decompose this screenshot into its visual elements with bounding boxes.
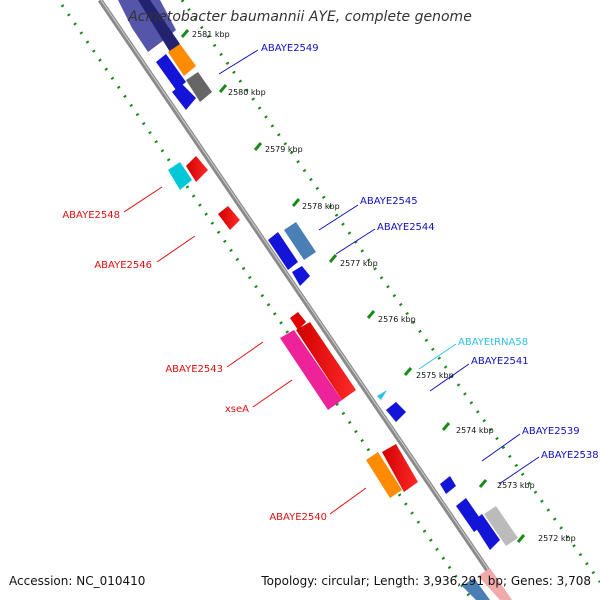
gene-feature[interactable] [292,266,310,286]
gene-feature[interactable] [284,222,316,260]
gene-feature[interactable] [478,568,512,600]
tick-label-2577: 2577 kbp [340,259,378,268]
gene-feature[interactable] [462,578,490,600]
gene-label-abaye2541[interactable]: ABAYE2541 [471,356,529,367]
gene-feature[interactable] [296,322,356,400]
tick-label-2576: 2576 kbp [378,315,416,324]
gene-feature[interactable] [186,72,212,102]
tick-label-2579: 2579 kbp [265,145,303,154]
map-title: Acinetobacter baumannii AYE, complete ge… [128,9,472,25]
tick-labels: 2581 kbp 2580 kbp 2579 kbp 2578 kbp 2577… [192,30,576,543]
gene-feature[interactable] [484,506,518,546]
gene-label-xsea[interactable]: xseA [225,404,249,415]
tick-label-2580: 2580 kbp [228,88,266,97]
gene-feature[interactable] [382,444,418,492]
gene-label-abaye2543[interactable]: ABAYE2543 [165,364,223,375]
gene-feature[interactable] [472,514,500,550]
tick-label-2572: 2572 kbp [538,534,576,543]
gene-feature[interactable] [440,476,456,494]
forward-genes [118,0,518,600]
trna-feature[interactable] [377,390,387,400]
tick-marks [180,29,526,543]
reverse-genes [168,156,418,498]
gene-label-abaye2545[interactable]: ABAYE2545 [360,196,418,207]
gene-feature[interactable] [172,84,196,110]
gene-feature[interactable] [218,206,240,230]
gene-feature[interactable] [366,452,402,498]
tick-label-2578: 2578 kbp [302,202,340,211]
tick-label-2574: 2574 kbp [456,426,494,435]
gene-label-abaye2549[interactable]: ABAYE2549 [261,43,319,54]
gene-label-abaye2548[interactable]: ABAYE2548 [62,210,120,221]
gene-feature[interactable] [268,232,298,270]
gene-feature[interactable] [168,44,196,76]
accession-text: Accession: NC_010410 [9,574,146,588]
leader-lines [123,49,540,515]
genome-summary-text: Topology: circular; Length: 3,936,291 bp… [261,574,591,588]
gene-feature[interactable] [118,0,176,52]
gene-label-abaye2538[interactable]: ABAYE2538 [541,450,599,461]
gene-feature[interactable] [290,312,306,330]
gene-label-abaye2540[interactable]: ABAYE2540 [269,512,327,523]
tick-label-2573: 2573 kbp [497,481,535,490]
gene-feature[interactable] [386,402,406,422]
inner-reverse-lane [60,4,474,600]
genome-backbone [97,0,511,600]
genome-backbone-highlight [100,0,510,600]
gene-feature[interactable] [186,156,208,182]
gene-labels: ABAYE2549 ABAYE2545 ABAYE2544 ABAYEtRNA5… [62,43,598,523]
gene-label-abaye2546[interactable]: ABAYE2546 [94,260,152,271]
tick-label-2581: 2581 kbp [192,30,230,39]
gene-label-abayetrna58[interactable]: ABAYEtRNA58 [458,337,528,348]
gene-label-abaye2539[interactable]: ABAYE2539 [522,426,580,437]
gene-label-abaye2544[interactable]: ABAYE2544 [377,222,435,233]
tick-label-2575: 2575 kbp [416,371,454,380]
gene-feature[interactable] [280,330,342,410]
gene-feature[interactable] [156,54,186,90]
gene-feature[interactable] [138,0,180,52]
gene-feature[interactable] [168,162,192,190]
